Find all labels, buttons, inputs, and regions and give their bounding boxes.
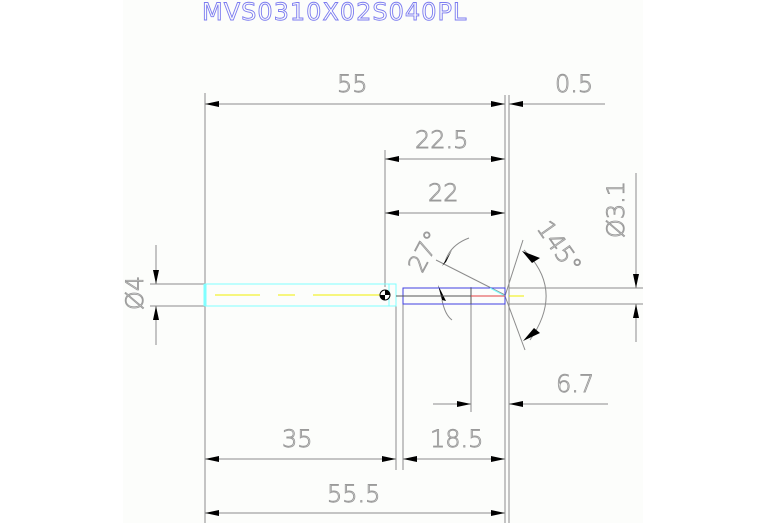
drawing-sheet: [123, 0, 643, 523]
dim-head-length: 18.5: [430, 425, 483, 453]
extension-lines: [150, 93, 643, 523]
dim-neck-angle: 27°: [403, 226, 448, 277]
dim-tip-length: 6.7: [556, 370, 594, 398]
dim-tip-diameter: Ø3.1: [602, 181, 630, 238]
dim-tip-offset: 0.5: [555, 70, 593, 98]
part-number-title: MVS0310X02S040PL: [202, 0, 467, 26]
gauge-point-symbol: [379, 289, 391, 301]
angle-annotations: [435, 237, 547, 351]
dim-shank-length: 35: [282, 425, 313, 453]
dim-overall-top: 55: [337, 70, 368, 98]
dimension-lines: [153, 101, 639, 516]
dim-flute-length-outer: 22.5: [415, 126, 468, 154]
tool-body: [203, 283, 524, 307]
dim-flute-length: 22: [428, 179, 459, 207]
dim-overall-bottom: 55.5: [327, 480, 380, 508]
dim-shank-diameter: Ø4: [121, 276, 149, 310]
